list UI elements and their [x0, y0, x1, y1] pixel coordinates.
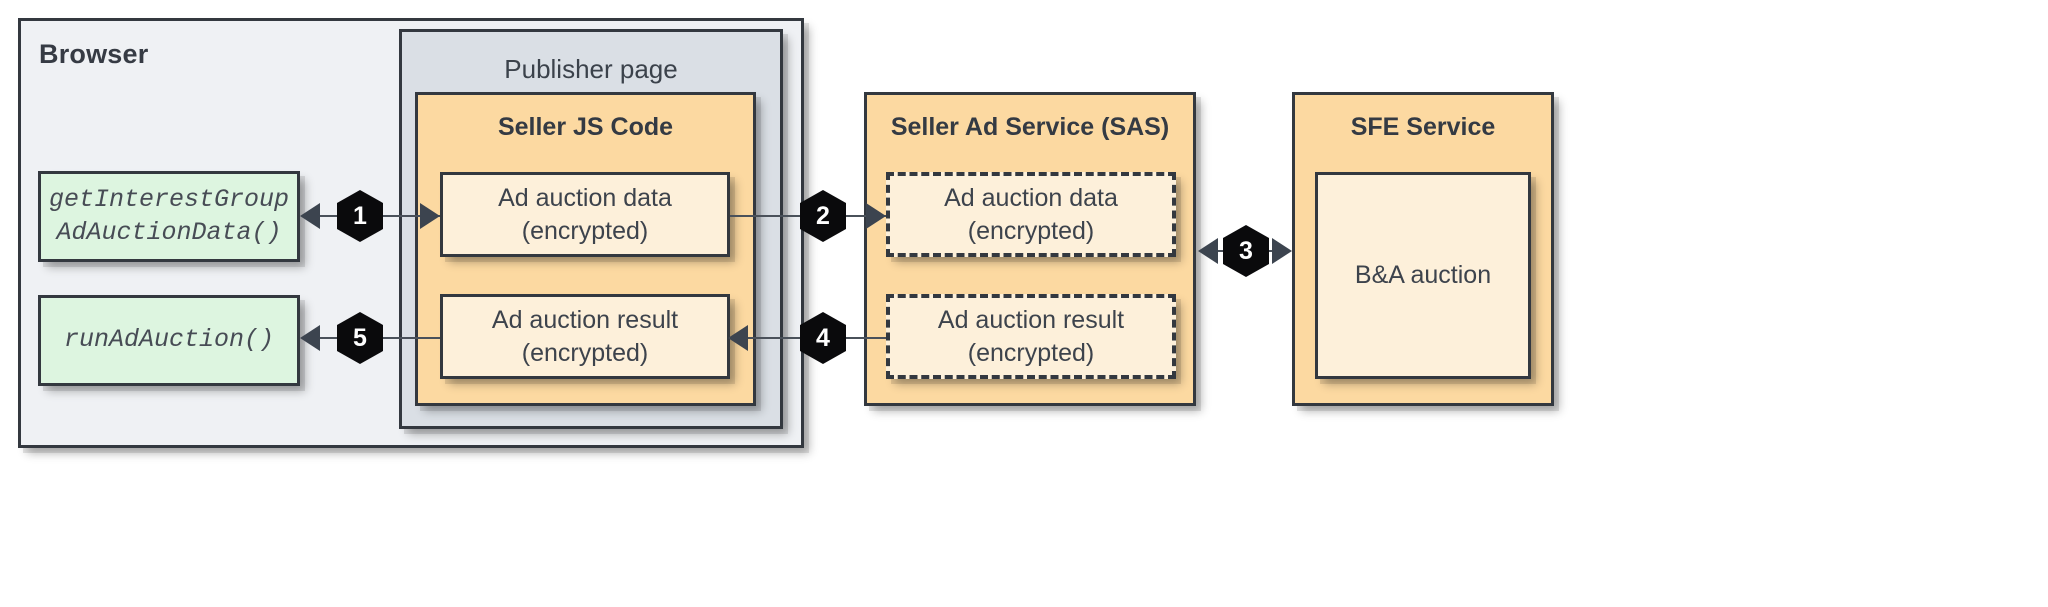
- arrow-left-icon: [728, 325, 748, 351]
- card-subtitle: (encrypted): [967, 338, 1095, 367]
- publisher-page-label: Publisher page: [504, 54, 678, 84]
- arrow-right-icon: [1272, 238, 1292, 264]
- card-title: Ad auction data: [944, 184, 1118, 212]
- api-card-run-ad-auction: runAdAuction(): [38, 295, 300, 386]
- step-4-badge: 4: [800, 312, 846, 364]
- sas-card-ad-auction-result: Ad auction result (encrypted): [886, 294, 1176, 379]
- card-title: Ad auction result: [937, 306, 1125, 334]
- sfe-service-label: SFE Service: [1350, 113, 1496, 141]
- api-card-label: getInterestGroup AdAuctionData(): [48, 185, 290, 247]
- card-subtitle: (encrypted): [967, 216, 1095, 245]
- card-title: Ad auction result: [491, 306, 679, 334]
- card-title: Ad auction data: [498, 184, 672, 212]
- seller-ad-service-label: Seller Ad Service (SAS): [890, 113, 1170, 141]
- arrow-left-icon: [300, 325, 320, 351]
- seller-js-card-ad-auction-result: Ad auction result (encrypted): [440, 294, 730, 379]
- api-card-label: runAdAuction(): [63, 325, 275, 355]
- arrow-left-icon: [1198, 238, 1218, 264]
- step-3-badge: 3: [1223, 225, 1269, 277]
- arrow-right-icon: [420, 203, 440, 229]
- seller-js-card-ad-auction-data: Ad auction data (encrypted): [440, 172, 730, 257]
- step-2-badge: 2: [800, 190, 846, 242]
- sfe-card-bna-auction: B&A auction: [1315, 172, 1531, 379]
- card-subtitle: (encrypted): [521, 216, 649, 245]
- sas-card-ad-auction-data: Ad auction data (encrypted): [886, 172, 1176, 257]
- arrow-left-icon: [300, 203, 320, 229]
- arrow-right-icon: [866, 203, 886, 229]
- card-title: B&A auction: [1354, 261, 1492, 290]
- api-card-get-interest-group-ad-auction-data: getInterestGroup AdAuctionData(): [38, 171, 300, 262]
- card-subtitle: (encrypted): [521, 338, 649, 367]
- seller-js-code-label: Seller JS Code: [497, 113, 674, 141]
- browser-label: Browser: [39, 39, 149, 69]
